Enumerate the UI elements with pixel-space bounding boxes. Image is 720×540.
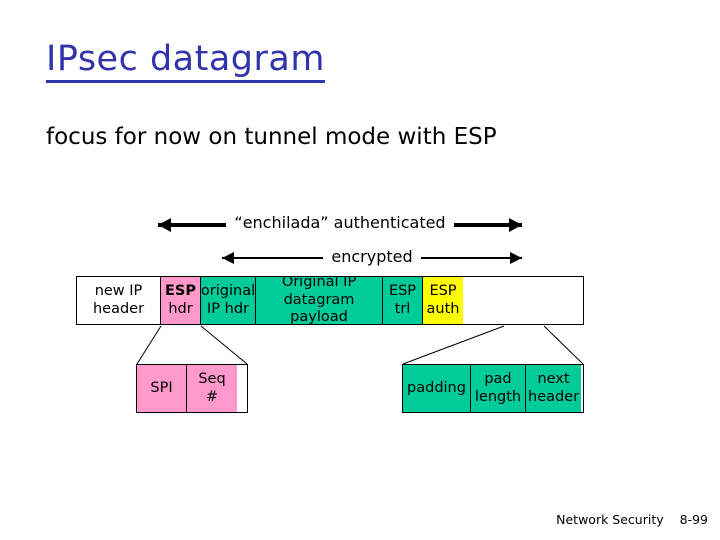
esp-header-detail-cell: Seq# bbox=[187, 365, 237, 412]
arrow-left-head-icon bbox=[158, 218, 171, 232]
arrow-left-head-icon bbox=[222, 252, 234, 264]
datagram-cell-line2: IP hdr bbox=[207, 300, 249, 317]
arrow-right-head-icon bbox=[509, 218, 522, 232]
esp-trailer-detail-cell: padding bbox=[403, 365, 471, 412]
encrypted-label: encrypted bbox=[331, 247, 413, 266]
authenticated-span-arrow: “enchilada” authenticated bbox=[158, 212, 522, 234]
esp-trailer-detail-cell-line2: length bbox=[474, 388, 522, 405]
esp-trailer-detail-cell-line1: next bbox=[537, 370, 570, 387]
footer-page: 8-99 bbox=[679, 512, 708, 527]
datagram-cell-line2: datagram payload bbox=[283, 291, 355, 324]
page-title: IPsec datagram bbox=[46, 41, 325, 83]
datagram-cell-line1: original bbox=[201, 282, 256, 299]
esp-header-detail-boxes: SPI Seq# bbox=[136, 364, 248, 413]
datagram-cell-line2: auth bbox=[426, 300, 460, 317]
arrow-right-head-icon bbox=[510, 252, 523, 264]
slide-subtitle: focus for now on tunnel mode with ESP bbox=[46, 124, 497, 150]
datagram-cell-line1: ESP bbox=[388, 282, 417, 299]
datagram-cell-line1: new IP bbox=[94, 282, 143, 299]
esp-trailer-detail-cell-line1: padding bbox=[407, 379, 466, 396]
esp-trailer-detail-cell-line1: pad bbox=[484, 370, 512, 387]
esp-trailer-detail-cell-line2: header bbox=[527, 388, 580, 405]
esp-header-detail-cell-line2: # bbox=[205, 388, 219, 405]
datagram-cell-line2: trl bbox=[394, 300, 411, 317]
encrypted-span-arrow: encrypted bbox=[222, 246, 523, 268]
esp-header-detail-cell-line1: SPI bbox=[150, 379, 173, 396]
footer: Network Security 8-99 bbox=[556, 512, 708, 527]
footer-course: Network Security bbox=[556, 512, 664, 527]
datagram-cell-line1: ESP bbox=[429, 282, 457, 299]
datagram-cell-line2: header bbox=[92, 300, 145, 317]
datagram-cell-line1: ESP bbox=[165, 282, 196, 299]
authenticated-label: “enchilada” authenticated bbox=[234, 213, 446, 232]
datagram-cell-line1: Original IP bbox=[281, 277, 357, 290]
esp-header-detail-cell-line1: Seq bbox=[198, 370, 226, 387]
datagram-cell-line2: hdr bbox=[168, 300, 193, 317]
esp-header-detail-cell: SPI bbox=[137, 365, 187, 412]
